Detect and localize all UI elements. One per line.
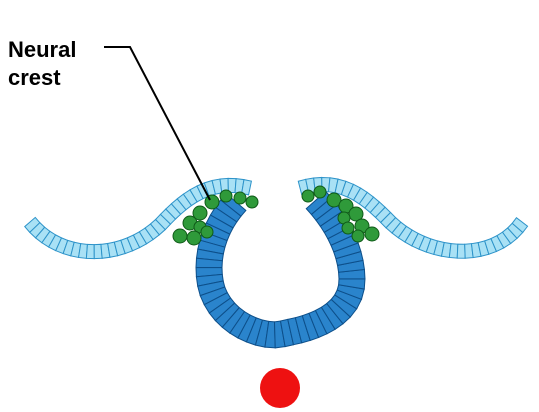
neural-crest-cell <box>314 186 326 198</box>
neural-crest-leader-line <box>104 47 210 200</box>
ectoderm-cell <box>457 244 465 258</box>
neural-crest-cell <box>352 230 364 242</box>
neural-crest-cell <box>246 196 258 208</box>
neural-crest-cell <box>365 227 379 241</box>
neural-crest-cell <box>201 226 213 238</box>
neural-crest-cell <box>187 231 201 245</box>
neural-crest-cell <box>173 229 187 243</box>
ectoderm-cell <box>449 244 458 259</box>
neural-crest-cell <box>342 222 354 234</box>
ectoderm-cell <box>86 244 94 258</box>
neural-crest-cell <box>302 190 314 202</box>
notochord <box>260 368 300 408</box>
neural-crest-cell <box>205 195 219 209</box>
neural-crest-cell <box>220 190 232 202</box>
neural-crest-cell <box>234 192 246 204</box>
